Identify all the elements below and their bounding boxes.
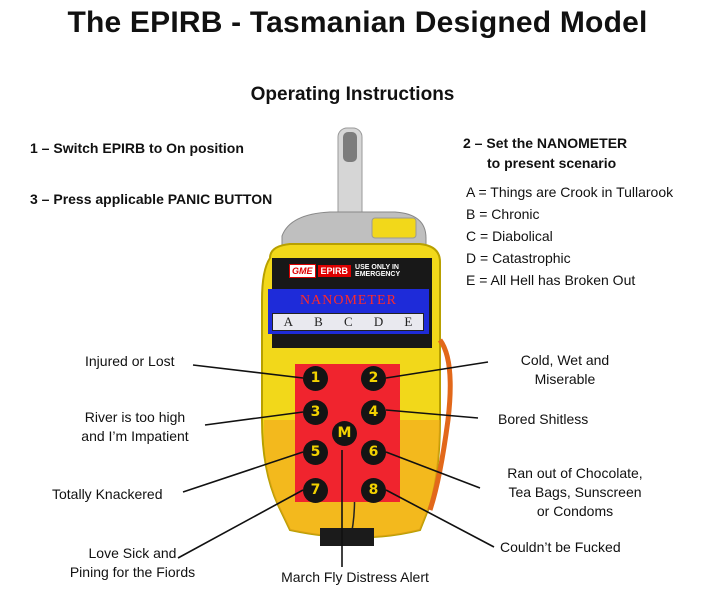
brand-use-line1: USE ONLY IN (355, 264, 399, 271)
step-1: 1 – Switch EPIRB to On position (30, 140, 244, 156)
label-button-4: Bored Shitless (498, 411, 589, 427)
nanometer-scale[interactable]: A B C D E (272, 313, 424, 331)
label-button-3: River is too high and I’m Impatient (65, 408, 205, 446)
panic-button-7[interactable]: 7 (303, 478, 328, 503)
option-a: A = Things are Crook in Tullarook (466, 184, 674, 200)
brand-gme: GME (289, 264, 316, 278)
leader-b2 (385, 361, 489, 379)
brand-use-only: USE ONLY IN EMERGENCY (355, 264, 400, 278)
nanometer-options: A = Things are Crook in Tullarook B = Ch… (466, 181, 673, 291)
brand-use-line2: EMERGENCY (355, 271, 401, 278)
label-button-7-line2: Pining for the Fiords (69, 564, 196, 580)
nanometer-panel: NANOMETER A B C D E (268, 289, 429, 334)
label-button-6-line1: Ran out of Chocolate, (507, 465, 643, 481)
option-b: B = Chronic (466, 206, 540, 222)
panic-button-2[interactable]: 2 (361, 366, 386, 391)
panic-button-1[interactable]: 1 (303, 366, 328, 391)
brand-epirb: EPIRB (317, 265, 352, 277)
label-button-7-line1: Love Sick and (88, 545, 177, 561)
label-button-6-line2: Tea Bags, Sunscreen (508, 484, 642, 500)
label-button-1: Injured or Lost (85, 353, 175, 369)
label-button-m: March Fly Distress Alert (281, 569, 429, 585)
label-button-6: Ran out of Chocolate, Tea Bags, Sunscree… (485, 464, 665, 521)
step-3: 3 – Press applicable PANIC BUTTON (30, 191, 273, 207)
scale-a[interactable]: A (283, 314, 293, 329)
step-2-line2: to present scenario (487, 155, 617, 171)
panic-button-4[interactable]: 4 (361, 400, 386, 425)
label-button-6-line3: or Condoms (536, 503, 614, 519)
leader-b1 (192, 364, 304, 379)
brand-strip: GME EPIRB USE ONLY IN EMERGENCY (289, 264, 400, 278)
scale-d[interactable]: D (373, 314, 384, 329)
label-button-2-line1: Cold, Wet and (520, 352, 610, 368)
option-e: E = All Hell has Broken Out (466, 272, 636, 288)
scale-b[interactable]: B (314, 314, 323, 329)
leader-b7 (177, 489, 304, 559)
nanometer-title: NANOMETER (300, 293, 397, 308)
antenna-tip (343, 132, 357, 162)
leader-b5 (182, 451, 304, 493)
leader-b3 (204, 411, 304, 426)
leader-b4 (385, 409, 479, 419)
leader-b6 (385, 451, 481, 489)
label-button-3-line1: River is too high (84, 409, 186, 425)
switch-housing (371, 217, 417, 239)
label-button-8: Couldn’t be Fucked (500, 539, 621, 555)
panic-button-5[interactable]: 5 (303, 440, 328, 465)
page-title: The EPIRB - Tasmanian Designed Model (67, 6, 648, 39)
option-c: C = Diabolical (466, 228, 553, 244)
label-button-5: Totally Knackered (52, 486, 163, 502)
device-base-clip (320, 528, 374, 546)
scale-e[interactable]: E (404, 314, 413, 329)
panic-button-3[interactable]: 3 (303, 400, 328, 425)
leader-lines (177, 361, 495, 567)
panic-button-m[interactable]: M (332, 421, 357, 446)
scale-c[interactable]: C (343, 314, 353, 329)
page-subtitle: Operating Instructions (250, 84, 455, 105)
option-d: D = Catastrophic (466, 250, 571, 266)
label-button-7: Love Sick and Pining for the Fiords (50, 544, 215, 582)
label-button-2: Cold, Wet and Miserable (490, 351, 640, 389)
panic-button-6[interactable]: 6 (361, 440, 386, 465)
label-button-2-line2: Miserable (534, 371, 596, 387)
step-2: 2 – Set the NANOMETER to present scenari… (463, 133, 627, 173)
label-button-3-line2: and I’m Impatient (81, 428, 189, 444)
lanyard (427, 338, 453, 511)
leader-b8 (385, 489, 495, 548)
step-2-line1: 2 – Set the NANOMETER (463, 135, 628, 151)
panic-button-8[interactable]: 8 (361, 478, 386, 503)
